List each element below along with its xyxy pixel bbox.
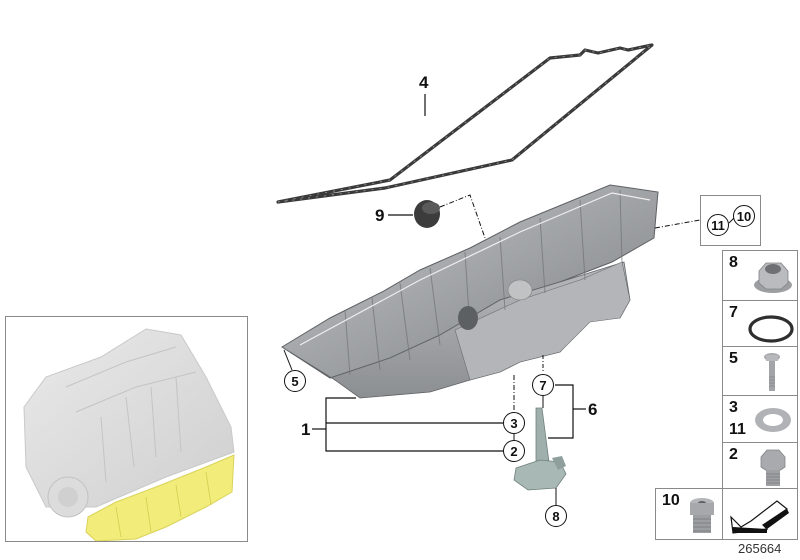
callout-3-text: 3 xyxy=(510,415,518,431)
callout-5-text: 5 xyxy=(291,373,299,389)
side-item-label-secondary: 11 xyxy=(729,421,746,438)
callout-8[interactable]: 8 xyxy=(545,505,567,527)
oil-pan-plug xyxy=(414,200,440,228)
side-item-label: 2 xyxy=(729,446,738,463)
engine-icon xyxy=(23,328,235,541)
side-item-flange-nut[interactable]: 8 xyxy=(722,250,798,301)
engine-overview-thumbnail[interactable] xyxy=(5,316,248,542)
callout-11-text: 11 xyxy=(711,217,725,233)
oil-pan-gasket xyxy=(276,43,654,204)
o-ring-icon xyxy=(748,315,794,343)
side-item-label: 8 xyxy=(729,254,738,271)
side-item-label: 3 xyxy=(729,399,738,416)
arrow-down-left-icon xyxy=(730,500,789,534)
side-item-label: 7 xyxy=(729,304,738,321)
callout-6[interactable]: 6 xyxy=(588,400,598,419)
side-item-label: 5 xyxy=(729,350,738,367)
callout-5[interactable]: 5 xyxy=(284,370,306,392)
side-item-sealing-washer[interactable]: 3 11 xyxy=(722,395,798,443)
side-item-screw-plug[interactable]: 10 xyxy=(655,488,723,540)
flange-nut-icon xyxy=(754,262,792,293)
reference-box-11-10[interactable]: 11 10 xyxy=(700,195,761,246)
callout-11[interactable]: 11 xyxy=(707,214,729,236)
callout-10-text: 10 xyxy=(736,208,752,224)
callout-7-text: 7 xyxy=(539,377,547,393)
callout-3[interactable]: 3 xyxy=(503,412,525,434)
oil-pan xyxy=(281,184,659,399)
drain-plug-icon xyxy=(760,449,786,486)
sealing-washer-icon xyxy=(755,408,791,432)
side-item-drain-plug[interactable]: 2 xyxy=(722,442,798,489)
callout-10[interactable]: 10 xyxy=(733,205,755,227)
callout-4[interactable]: 4 xyxy=(419,73,429,92)
bolt-icon xyxy=(764,353,780,391)
navigation-arrow-button[interactable] xyxy=(722,488,798,540)
callout-1[interactable]: 1 xyxy=(301,420,311,439)
screw-plug-icon xyxy=(690,498,714,533)
callout-8-text: 8 xyxy=(552,508,560,524)
callout-9[interactable]: 9 xyxy=(375,206,385,225)
callout-7[interactable]: 7 xyxy=(532,374,554,396)
callout-2[interactable]: 2 xyxy=(503,440,525,462)
reference-number: 265664 xyxy=(738,541,782,556)
side-item-o-ring[interactable]: 7 xyxy=(722,300,798,347)
callout-connector xyxy=(728,217,735,224)
side-item-bolt[interactable]: 5 xyxy=(722,346,798,396)
callout-2-text: 2 xyxy=(510,443,518,459)
side-item-label: 10 xyxy=(662,492,680,509)
oil-level-sensor xyxy=(513,407,567,491)
